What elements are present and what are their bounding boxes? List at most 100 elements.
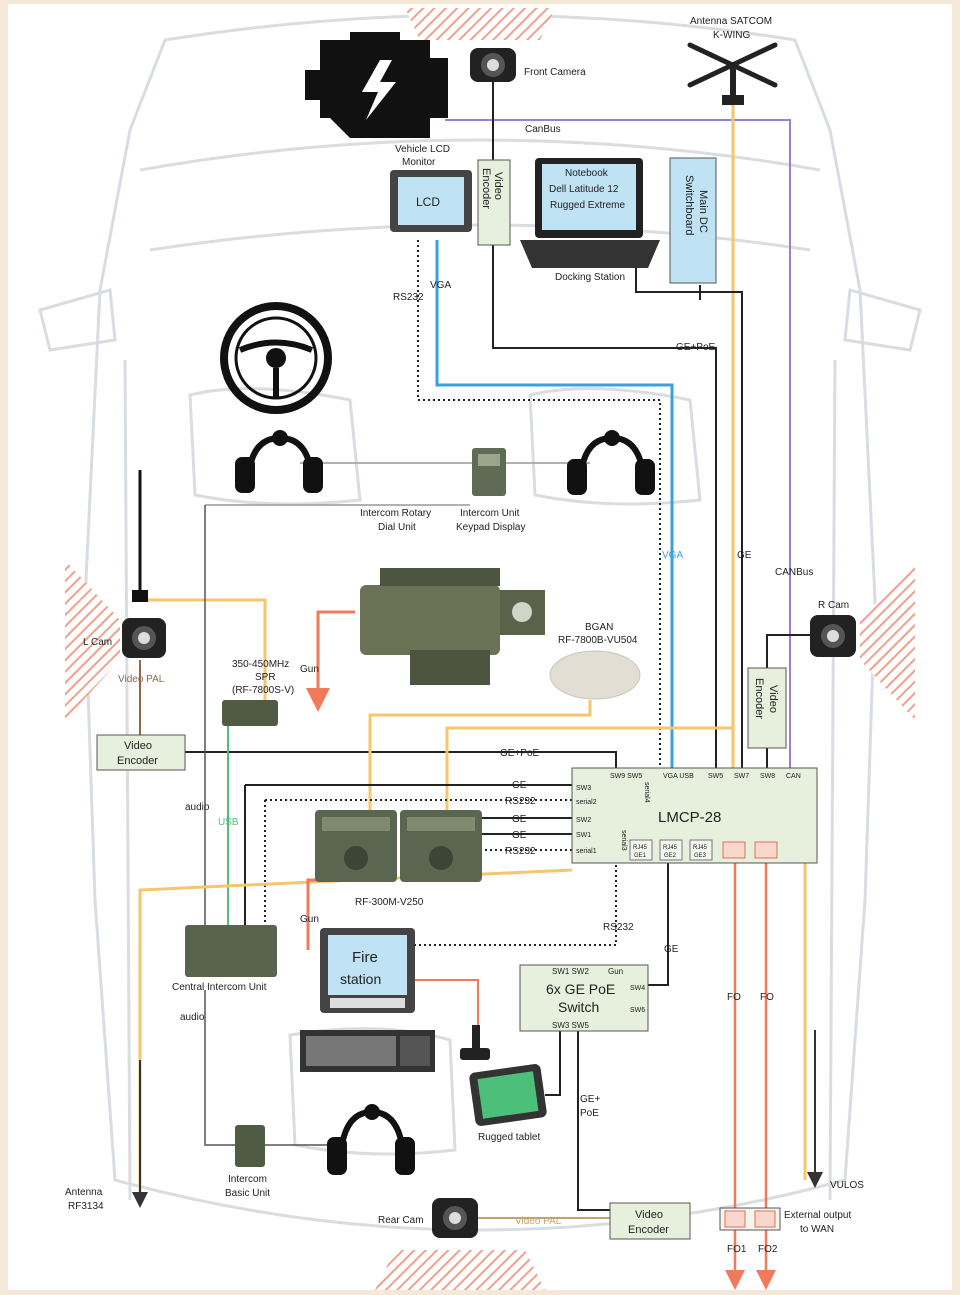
vga-top-label: VGA [430, 280, 451, 291]
rj45-1-b: GE1 [634, 853, 647, 859]
main-dc-switchboard [669, 157, 717, 284]
vga-mid-label: VGA [662, 550, 683, 561]
keyboard-icon [300, 1030, 435, 1072]
switch-label-2: Switch [558, 999, 599, 1015]
intercom-basic-label-2: Basic Unit [225, 1188, 270, 1199]
lmcp-sw5: SW5 [708, 773, 723, 780]
rj45-ge3 [689, 839, 713, 861]
rs232-top-label: RS232 [393, 292, 424, 303]
fo2-label: FO2 [758, 1244, 778, 1255]
fo2-port [754, 1210, 776, 1228]
video-encoder-left-label-2: Encoder [117, 755, 158, 767]
satcom-antenna-icon [687, 42, 778, 105]
ge-poe-bottom-label-1: GE+ [580, 1094, 600, 1105]
lmcp-serial4: serial4 [643, 782, 650, 803]
rs232-bottom-label: RS232 [603, 922, 634, 933]
rear-cam-label: Rear Cam [378, 1215, 424, 1226]
fo-1-label: FO [727, 992, 741, 1003]
spr-label-2: SPR [255, 672, 276, 683]
ge-bottom-label: GE [664, 944, 679, 955]
front-camera-label: Front Camera [524, 67, 586, 78]
intercom-keypad-label-1: Intercom Unit [460, 508, 520, 519]
switch-rs232-wire [415, 860, 617, 946]
central-intercom-unit [185, 925, 277, 977]
lmcp-ports-top: SW9 SW5 [610, 773, 642, 780]
video-pal-bottom-label: Video PAL [515, 1216, 562, 1227]
weapon-station-icon [360, 568, 545, 685]
lmcp-sw1: SW1 [576, 832, 591, 839]
switch-sw6: SW6 [630, 1007, 645, 1014]
joystick-icon [460, 1025, 490, 1060]
spr-label-3: (RF-7800S-V) [232, 685, 294, 696]
lmcp-sw8: SW8 [760, 773, 775, 780]
fire-label-2: station [340, 971, 381, 987]
lcd-monitor [390, 170, 472, 232]
video-encoder-left-label-1: Video [124, 740, 152, 752]
external-label-2: to WAN [800, 1224, 834, 1235]
lmcp-label: LMCP-28 [658, 809, 721, 826]
video-encoder-right-label-1: Video [767, 685, 779, 713]
video-encoder-bottom-label-2: Encoder [628, 1224, 669, 1236]
usb-label: USB [218, 817, 239, 828]
switch-gun: Gun [608, 967, 623, 976]
lmcp-vga-usb: VGA USB [663, 773, 694, 780]
rcam-wire [766, 634, 810, 668]
antenna-rf-label-1: Antenna [65, 1187, 103, 1198]
docking-ge-wire [635, 268, 743, 770]
canbus-wire [445, 119, 791, 790]
canbus-top-label: CanBus [525, 124, 561, 135]
external-label-1: External output [784, 1210, 851, 1221]
lcd-label: LCD [416, 195, 440, 209]
intercom-keypad-screen [478, 454, 500, 466]
r-cam-label: R Cam [818, 600, 849, 611]
intercom-rotary-label-2: Dial Unit [378, 522, 416, 533]
video-encoder-left [96, 734, 186, 771]
gun-bottom-label: Gun [300, 914, 319, 925]
video-encoder-right [747, 667, 787, 749]
fire-station-gun-wire [415, 979, 479, 1030]
l-cam-label: L Cam [83, 637, 112, 648]
rs232-1-label: RS232 [505, 796, 536, 807]
fire-label-1: Fire [352, 949, 378, 966]
audio-bottom-label: audio [180, 1012, 205, 1023]
main-dc-label-1: Main DC [697, 190, 709, 233]
lmcp-serial3: serial3 [620, 830, 627, 851]
bgan-label-1: BGAN [585, 622, 613, 633]
switch-label-1: 6x GE PoE [546, 981, 615, 997]
fo1-label: FO1 [727, 1244, 747, 1255]
notebook-label-1: Notebook [565, 168, 609, 179]
whip-antenna-icon [132, 470, 148, 602]
rj45-3-a: RJ45 [693, 845, 708, 851]
headset-icon-bottom [327, 1104, 415, 1175]
ge-poe-mid-wire [185, 751, 617, 770]
intercom-keypad-label-2: Keypad Display [456, 522, 525, 533]
antenna-rf-label-2: RF3134 [68, 1201, 104, 1212]
antenna-satcom-label: Antenna SATCOM [690, 16, 772, 27]
bgan-dome [549, 650, 641, 700]
lmcp-sw2: SW2 [576, 817, 591, 824]
switch-ports-bottom: SW3 SW5 [552, 1021, 589, 1030]
rj45-ge1 [629, 839, 653, 861]
ge-poe-top-label: GE+PoE [676, 342, 716, 353]
l-cam-icon [122, 618, 166, 658]
intercom-basic-wire [204, 990, 235, 1146]
rugged-tablet-label: Rugged tablet [478, 1132, 540, 1143]
rj45-ge2 [659, 839, 683, 861]
lmcp-sw7: SW7 [734, 773, 749, 780]
intercom-basic-label-1: Intercom [228, 1174, 267, 1185]
lmcp-can: CAN [786, 773, 801, 780]
switch-ge-wire [648, 860, 669, 986]
docking-station-label: Docking Station [555, 272, 625, 283]
central-intercom-label: Central Intercom Unit [172, 982, 267, 993]
steering-wheel-icon [220, 302, 332, 414]
intercom-rotary-label-1: Intercom Rotary [360, 508, 431, 519]
fo-port-1 [722, 841, 746, 859]
spr-radio [222, 700, 278, 726]
vga-wire [435, 240, 674, 770]
ge-2-label: GE [512, 814, 527, 825]
r-cam-icon [810, 615, 856, 657]
bgan-label-2: RF-7800B-VU504 [558, 635, 638, 646]
rj45-2-a: RJ45 [663, 845, 678, 851]
rs232-2-label: RS232 [505, 846, 536, 857]
